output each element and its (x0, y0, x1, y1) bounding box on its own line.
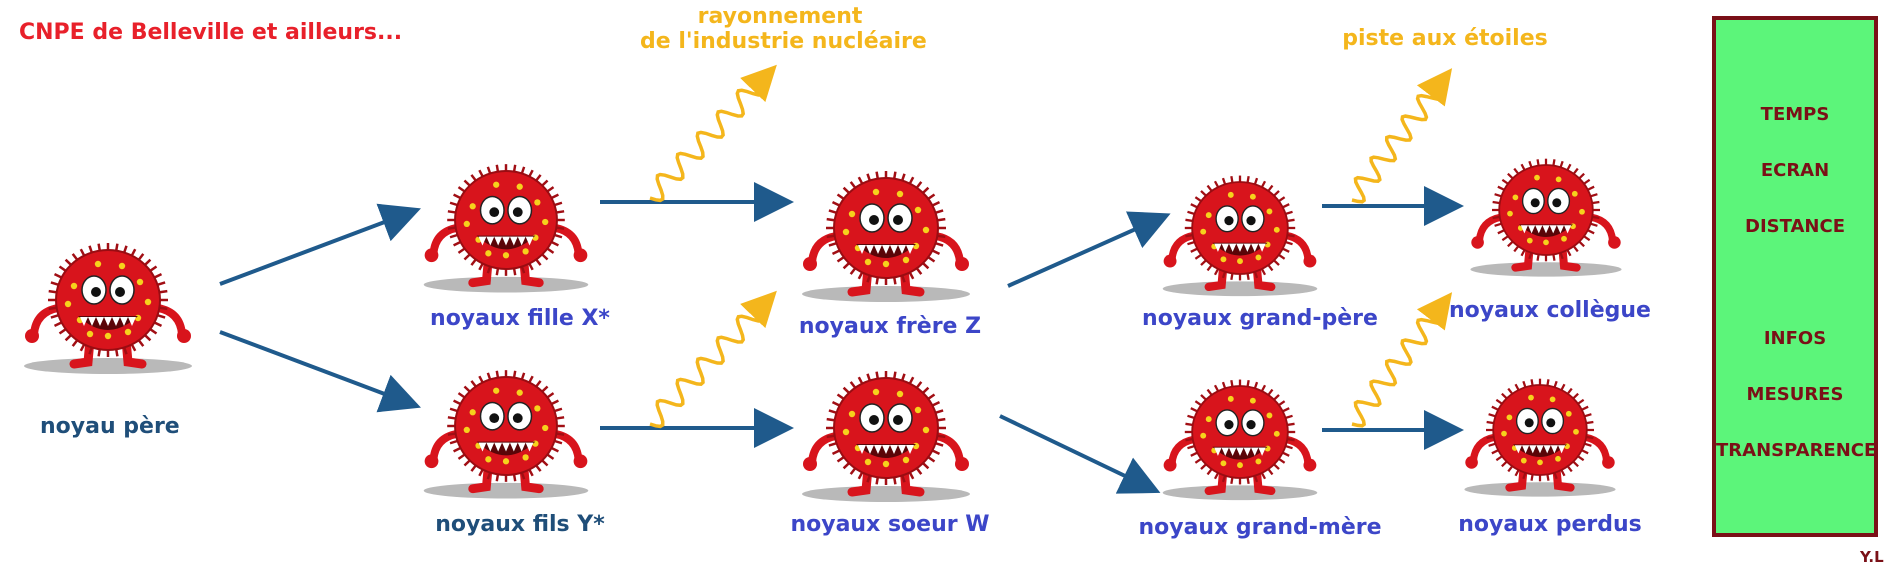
virus-noyaux-collegue (1470, 158, 1622, 277)
label-noyau-pere: noyau père (40, 414, 180, 439)
arrow-frere-to-grand-pere (1007, 211, 1171, 288)
virus-noyaux-fils (423, 370, 589, 499)
annotation-industrie-line2: de l'industrie nucléaire (640, 29, 927, 54)
annotation-industrie-line1: rayonnement (697, 4, 863, 29)
label-noyaux-fille: noyaux fille X* (430, 306, 610, 331)
wave-etoiles-upper (1351, 68, 1453, 204)
virus-noyaux-fille (423, 164, 589, 293)
label-noyaux-fils: noyaux fils Y* (435, 512, 605, 537)
wave-industrie-lower (649, 290, 777, 429)
annotation-industrie: rayonnement de l'industrie nucléaire (640, 4, 927, 54)
virus-noyaux-frere (802, 171, 970, 302)
label-noyaux-collegue: noyaux collègue (1449, 298, 1651, 323)
label-noyaux-perdus: noyaux perdus (1458, 512, 1642, 537)
label-noyaux-soeur: noyaux soeur W (790, 512, 990, 537)
label-noyaux-grand-mere: noyaux grand-mère (1138, 515, 1382, 540)
menu-item-mesures[interactable]: MESURES (1746, 384, 1844, 405)
wave-etoiles-lower (1351, 292, 1453, 428)
label-noyaux-grand-pere: noyaux grand-père (1142, 306, 1378, 331)
menu-item-transparence[interactable]: TRANSPARENCE (1716, 440, 1877, 461)
arrow-pere-to-fille (219, 203, 421, 286)
virus-noyaux-grand-mere (1162, 379, 1318, 501)
wave-industrie-upper (649, 64, 777, 203)
side-menu-panel: TEMPS ECRAN DISTANCE INFOS MESURES TRANS… (1712, 16, 1878, 537)
arrow-soeur-to-grand-mere (999, 414, 1161, 494)
menu-item-ecran[interactable]: ECRAN (1760, 160, 1830, 181)
virus-noyaux-grand-pere (1162, 175, 1318, 297)
virus-noyaux-soeur (802, 371, 970, 502)
author-signature: Y.L (1860, 548, 1884, 566)
menu-item-temps[interactable]: TEMPS (1760, 104, 1830, 125)
menu-item-distance[interactable]: DISTANCE (1745, 216, 1845, 237)
label-noyaux-frere: noyaux frère Z (798, 314, 982, 339)
page-title: CNPE de Belleville et ailleurs... (19, 20, 403, 45)
menu-item-infos[interactable]: INFOS (1763, 328, 1827, 349)
virus-noyaux-perdus (1464, 378, 1616, 497)
arrow-pere-to-fils (219, 330, 421, 413)
annotation-etoiles: piste aux étoiles (1342, 26, 1548, 51)
virus-noyau-pere (24, 243, 192, 374)
